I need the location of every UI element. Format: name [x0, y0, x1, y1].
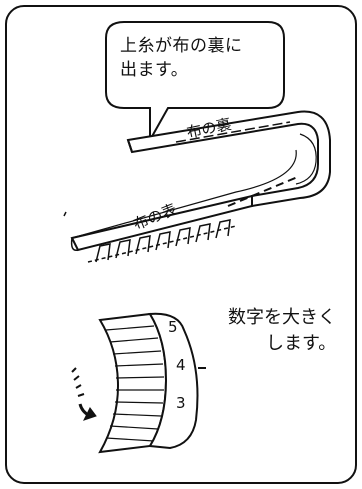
dial-instruction-line-2: します。 — [266, 333, 337, 354]
callout-text: 上糸が布の裏に 出ます。 — [120, 34, 270, 82]
dial-number-4: 4 — [176, 356, 186, 374]
stitch-line-front — [227, 175, 301, 207]
stitch-line-back — [175, 121, 291, 143]
fabric-illustration — [63, 110, 331, 263]
dial-number-5: 5 — [168, 318, 178, 336]
dial-instruction: 数字を大きく します。 — [228, 305, 358, 357]
dial-number-3: 3 — [176, 394, 186, 412]
rotation-arrow-icon — [71, 367, 97, 421]
stitch-length-dial: 5 4 3 — [71, 312, 206, 454]
callout-line-1: 上糸が布の裏に — [120, 36, 243, 56]
thread-loops — [87, 219, 237, 263]
fabric-back-label: 布の裏 — [185, 115, 233, 142]
fabric-front-layer — [70, 194, 253, 252]
callout-line-2: 出ます。 — [120, 60, 189, 80]
speech-bubble — [105, 21, 285, 144]
dial-scale-ring — [148, 312, 199, 450]
dial-instruction-line-1: 数字を大きく — [228, 307, 336, 328]
outer-frame — [5, 5, 357, 484]
fabric-front-label: 布の表 — [131, 200, 179, 234]
